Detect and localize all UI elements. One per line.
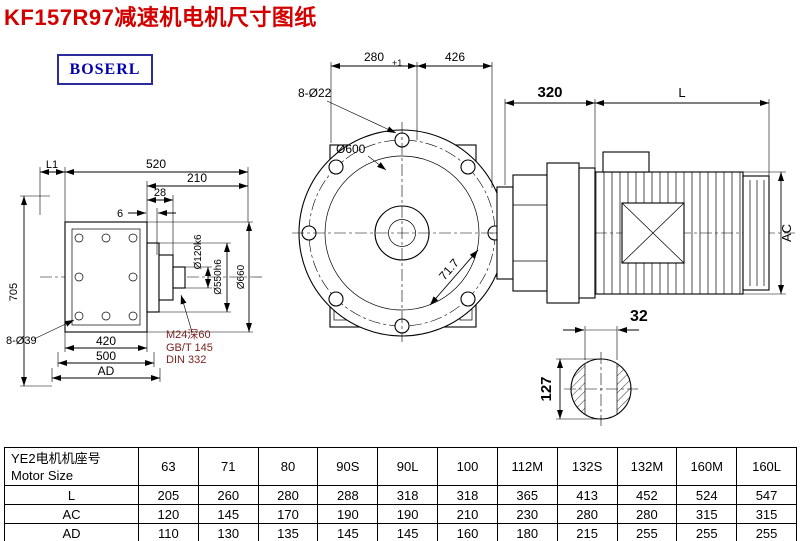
motor-size-header-cell: YE2电机机座号 Motor Size [4, 447, 139, 486]
size-col-header: 160L [736, 447, 797, 486]
table-cell: 230 [496, 504, 558, 524]
table-cell: 255 [676, 523, 738, 541]
size-col-header: 63 [138, 447, 199, 486]
shaft-section-view: 32 127 [538, 308, 648, 426]
dim-210-label: 210 [187, 171, 207, 185]
dim-500-label: 500 [96, 349, 116, 363]
dim-280-label: 280 [364, 50, 384, 64]
dim-AD-label: AD [98, 364, 115, 378]
row-label: AC [4, 504, 139, 524]
table-cell: 413 [556, 485, 618, 505]
table-cell: 135 [257, 523, 319, 541]
table-cell: 365 [496, 485, 558, 505]
table-cell: 170 [257, 504, 319, 524]
bolt-holes-8-d22-label: 8-Ø22 [298, 86, 332, 100]
table-row-L: L 205 260 280 288 318 318 365 413 452 52… [4, 485, 797, 505]
table-cell: 280 [556, 504, 618, 524]
flange-dia-600-label: Ø600 [336, 142, 366, 156]
table-cell: 145 [317, 523, 379, 541]
table-row-AC: AC 120 145 170 190 190 210 230 280 280 3… [4, 504, 797, 524]
size-col-header: 132S [556, 447, 618, 486]
motor-size-table: YE2电机机座号 Motor Size 63 71 80 90S 90L 100… [4, 447, 797, 541]
table-cell: 215 [556, 523, 618, 541]
dim-320-label: 320 [537, 84, 562, 101]
dim-420-label: 420 [96, 334, 116, 348]
brand-logo-box: BOSERL [57, 54, 153, 85]
size-col-header: 132M [616, 447, 678, 486]
dim-520-label: 520 [146, 157, 166, 171]
size-col-header: 90S [317, 447, 379, 486]
size-col-header: 90L [377, 447, 439, 486]
size-col-header: 160M [676, 447, 738, 486]
table-cell: 315 [676, 504, 738, 524]
dim-L-label: L [678, 85, 685, 100]
table-cell: 524 [676, 485, 738, 505]
table-cell: 260 [197, 485, 259, 505]
table-cell: 255 [616, 523, 678, 541]
dia-120k6-label: Ø120k6 [193, 234, 204, 269]
table-cell: 160 [437, 523, 498, 541]
page-title: KF157R97减速机电机尺寸图纸 [4, 5, 317, 30]
std-din-label: DIN 332 [166, 354, 206, 366]
table-cell: 145 [377, 523, 439, 541]
table-cell: 120 [138, 504, 199, 524]
dia-660-label: Ø660 [236, 264, 247, 289]
dim-280-tolerance: +1 [392, 58, 402, 68]
table-cell: 452 [616, 485, 678, 505]
gearbox-left-view: L1 520 210 28 6 705 420 500 AD 8-Ø39 Ø12… [6, 157, 262, 387]
dia-550h6-label: Ø550h6 [213, 259, 224, 295]
dim-127-label: 127 [538, 376, 555, 401]
row-label: AD [4, 523, 139, 541]
dim-28-label: 28 [154, 187, 166, 199]
size-col-header: 100 [437, 447, 498, 486]
table-cell: 145 [197, 504, 259, 524]
table-cell: 280 [616, 504, 678, 524]
table-cell: 318 [377, 485, 439, 505]
technical-drawing: L1 520 210 28 6 705 420 500 AD 8-Ø39 Ø12… [6, 50, 795, 426]
row-label: L [4, 485, 139, 505]
size-col-header: 71 [197, 447, 259, 486]
table-row-AD: AD 110 130 135 145 145 160 180 215 255 2… [4, 523, 797, 541]
std-gb-label: GB/T 145 [166, 342, 213, 354]
table-cell: 288 [317, 485, 379, 505]
holes-8-d39-label: 8-Ø39 [6, 335, 37, 347]
thread-note-label: M24深60 [166, 328, 211, 341]
table-cell: 547 [736, 485, 797, 505]
table-cell: 210 [437, 504, 498, 524]
motor-side-view: 320 L AC [490, 84, 795, 304]
dim-AC-label: AC [779, 224, 794, 242]
table-cell: 255 [736, 523, 797, 541]
table-cell: 190 [377, 504, 439, 524]
dim-705-label: 705 [8, 283, 20, 301]
table-cell: 280 [257, 485, 319, 505]
flange-front-view: 280 +1 426 8-Ø22 Ø600 71.7 [292, 50, 512, 342]
size-col-header: 112M [496, 447, 558, 486]
table-cell: 205 [138, 485, 199, 505]
table-cell: 110 [138, 523, 199, 541]
dim-6-label: 6 [117, 208, 123, 220]
dim-32-label: 32 [630, 308, 648, 325]
table-cell: 315 [736, 504, 797, 524]
table-cell: 130 [197, 523, 259, 541]
table-header-row: YE2电机机座号 Motor Size 63 71 80 90S 90L 100… [4, 447, 797, 486]
dim-L1-label: L1 [46, 159, 58, 171]
header-en: Motor Size [11, 467, 74, 483]
table-cell: 190 [317, 504, 379, 524]
table-cell: 180 [496, 523, 558, 541]
brand-logo-text: BOSERL [69, 60, 141, 78]
size-col-header: 80 [257, 447, 319, 486]
header-cn: YE2电机机座号 [11, 450, 101, 466]
table-cell: 318 [437, 485, 498, 505]
dim-426-label: 426 [445, 50, 465, 64]
